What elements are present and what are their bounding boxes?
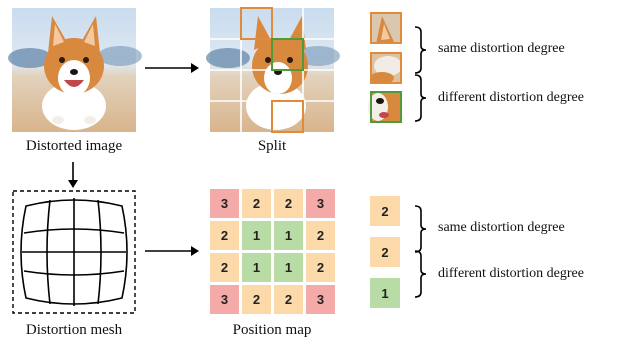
example-cell: 2	[370, 237, 400, 267]
position-map-cell: 2	[306, 253, 335, 282]
position-map-cell: 2	[210, 253, 239, 282]
caption-distorted-image: Distorted image	[25, 138, 123, 154]
caption-split: Split	[257, 138, 287, 154]
label-same-degree-bottom: same distortion degree	[438, 220, 565, 235]
patch-thumb-orange-1	[370, 12, 402, 44]
bracket-different-bottom-icon	[414, 250, 427, 298]
label-same-degree-top: same distortion degree	[438, 41, 565, 56]
position-map-cell: 1	[242, 221, 271, 250]
corgi-photo-icon	[42, 16, 106, 130]
patch-thumb-orange-2	[370, 52, 402, 84]
arrow-right-bottom-icon	[145, 246, 199, 256]
distorted-image	[8, 8, 142, 132]
orange-patch-box-bottom	[271, 100, 304, 133]
example-cells: 2 2 1	[370, 196, 402, 310]
corgi-photo-icon	[246, 16, 308, 130]
bracket-different-top-icon	[414, 74, 427, 122]
position-map-cell: 2	[306, 221, 335, 250]
position-map-cell: 2	[274, 285, 303, 314]
arrow-down-icon	[68, 162, 78, 188]
label-different-degree-bottom: different distortion degree	[438, 266, 584, 281]
bracket-same-top-icon	[414, 26, 427, 74]
position-map-cell: 2	[242, 189, 271, 218]
position-map-cell: 2	[242, 285, 271, 314]
position-map-cell: 3	[306, 285, 335, 314]
position-map-cell: 3	[210, 285, 239, 314]
caption-position-map: Position map	[232, 322, 312, 338]
position-map-cell: 3	[210, 189, 239, 218]
bracket-same-bottom-icon	[414, 205, 427, 253]
patch-thumb-green	[368, 91, 402, 123]
position-map-cell: 2	[274, 189, 303, 218]
position-map-cell: 3	[306, 189, 335, 218]
orange-patch-box-top	[240, 7, 273, 40]
barrel-mesh-icon	[12, 190, 136, 314]
position-map-cell: 2	[210, 221, 239, 250]
green-patch-box	[271, 38, 304, 71]
example-cell: 1	[370, 278, 400, 308]
position-map-cell: 1	[242, 253, 271, 282]
example-cell: 2	[370, 196, 400, 226]
position-map-cell: 1	[274, 221, 303, 250]
label-different-degree-top: different distortion degree	[438, 90, 584, 105]
position-map-cell: 1	[274, 253, 303, 282]
arrow-right-top-icon	[145, 63, 199, 73]
caption-distortion-mesh: Distortion mesh	[25, 322, 123, 338]
split-image	[206, 7, 340, 133]
